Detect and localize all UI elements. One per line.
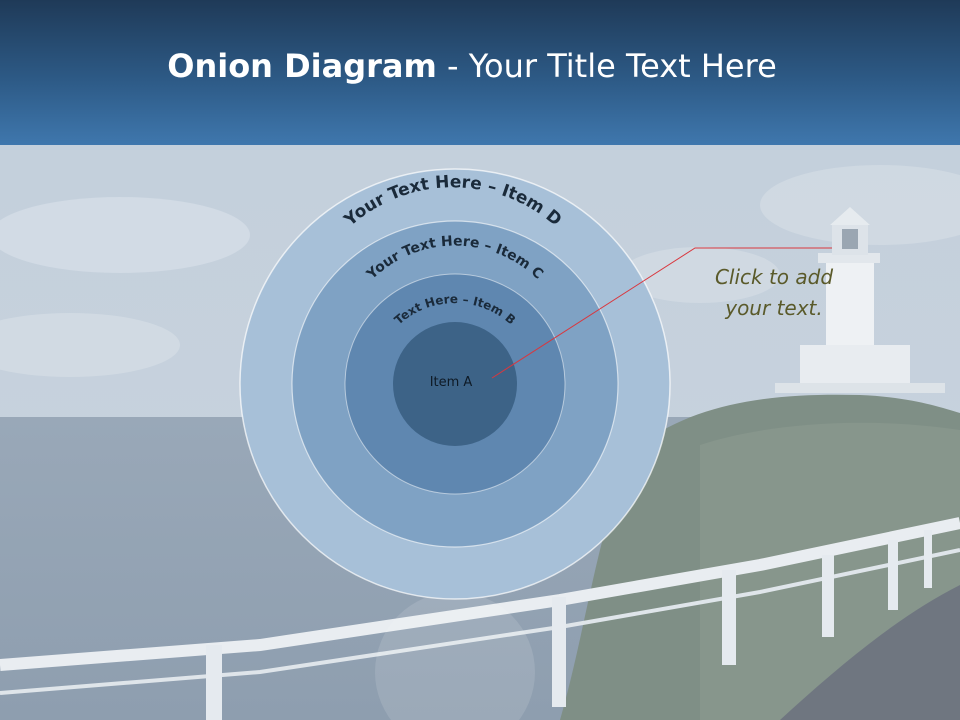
title-bar: Onion Diagram - Your Title Text Here	[0, 0, 960, 145]
background-photo	[0, 145, 960, 720]
title-rest: - Your Title Text Here	[436, 47, 777, 85]
callout-text[interactable]: Click to add your text.	[688, 262, 860, 324]
callout-line-2: your text.	[725, 296, 823, 320]
slide-title[interactable]: Onion Diagram - Your Title Text Here	[0, 47, 944, 85]
callout-line-1: Click to add	[714, 265, 834, 289]
title-bold: Onion Diagram	[167, 47, 437, 85]
